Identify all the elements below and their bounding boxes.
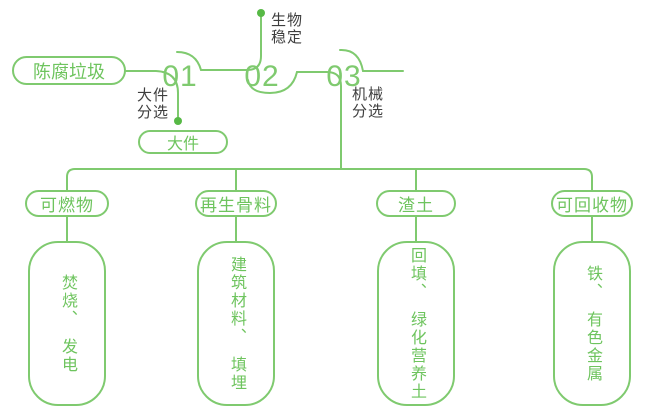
category-node-recyclable: 可回收物 (551, 190, 633, 217)
output-box-building-material-landfill: 建筑材料、 填埋 (197, 241, 275, 406)
category-node-combustible: 可燃物 (25, 190, 109, 217)
line-step02-to-trunk (247, 71, 342, 170)
output-box-iron-nonferrous-metal: 铁、 有色金属 (553, 241, 631, 406)
step-03-number: 03 (326, 60, 362, 93)
step-01-label-bulky-sorting: 大件 分选 (137, 87, 170, 121)
distributor-rail (66, 168, 593, 191)
output-text: 焚烧、 发电 (59, 273, 76, 374)
output-text: 回填、 绿化营养土 (408, 246, 425, 401)
source-node-aged-waste: 陈腐垃圾 (12, 56, 126, 85)
line-step03-tail (339, 48, 404, 72)
bio-branch-dot (257, 9, 265, 17)
output-text: 铁、 有色金属 (584, 264, 601, 383)
line-step01-to-step02 (176, 16, 262, 71)
step-03-label-mechanical-sorting: 机械 分选 (352, 86, 385, 120)
bulky-branch-dot (174, 117, 182, 125)
output-box-incineration-power: 焚烧、 发电 (28, 241, 106, 406)
bulky-item-node: 大件 (138, 130, 228, 154)
output-box-backfill-greening-soil: 回填、 绿化营养土 (377, 241, 455, 406)
category-node-recycled-aggregate: 再生骨料 (195, 190, 277, 217)
step-02-number: 02 (244, 60, 280, 93)
output-text: 建筑材料、 填埋 (228, 255, 245, 392)
category-node-residue-soil: 渣土 (376, 190, 456, 217)
step-01-number: 01 (162, 60, 198, 93)
line-source-to-step01 (125, 70, 179, 118)
step-02-label-bio-stabilization: 生物 稳定 (271, 12, 304, 46)
